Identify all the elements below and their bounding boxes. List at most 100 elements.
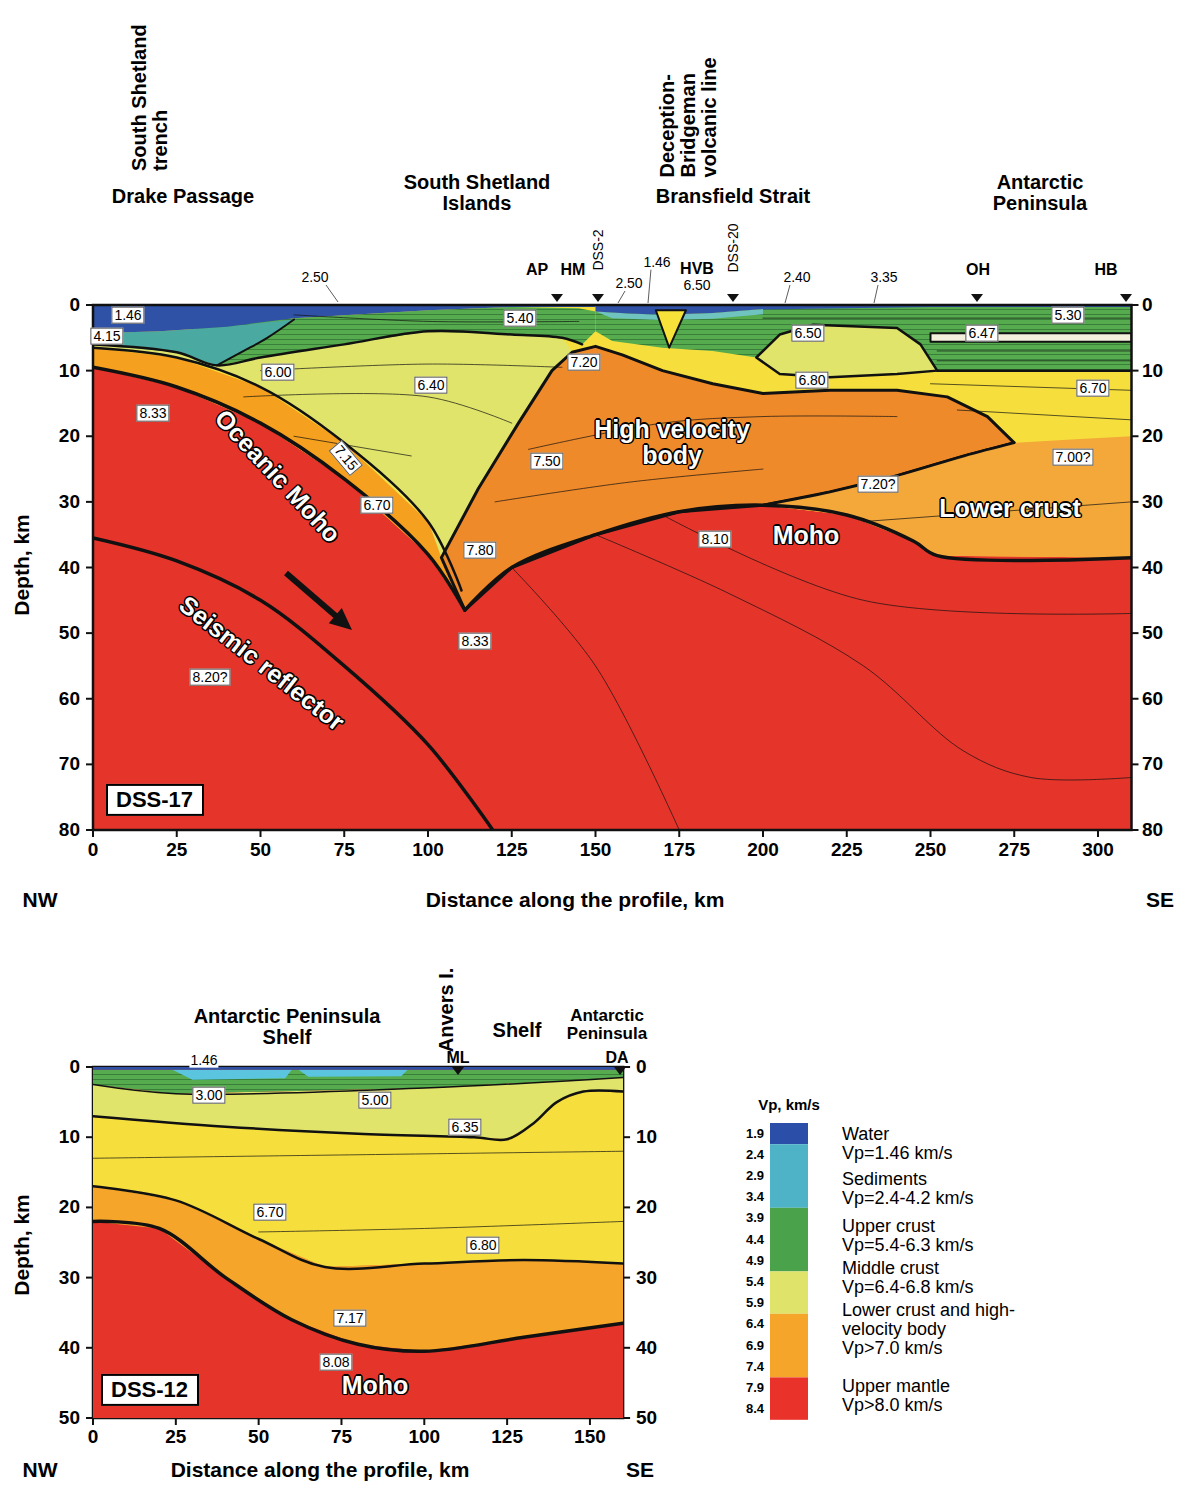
layer-boundary bbox=[937, 369, 1131, 372]
axis-tick bbox=[92, 830, 94, 837]
axis-tick bbox=[86, 632, 93, 634]
velocity-value: 7.00? bbox=[1052, 449, 1093, 466]
axis-tick bbox=[260, 830, 262, 837]
lower-crust bbox=[763, 436, 1132, 557]
legend-text: Lower crust and high-velocity body Vp>7.… bbox=[842, 1301, 1017, 1358]
crust bbox=[93, 305, 1132, 610]
structure-label: Moho bbox=[773, 522, 840, 548]
region-name: Antarctic Peninsula bbox=[552, 1007, 662, 1043]
tick-label: 70 bbox=[1142, 754, 1163, 774]
axis-tick bbox=[86, 370, 93, 372]
tick-label: 50 bbox=[250, 840, 271, 860]
scale-tick: 7.9 bbox=[746, 1381, 764, 1395]
axis-tick bbox=[1132, 763, 1139, 765]
scale-tick: 3.9 bbox=[746, 1212, 764, 1226]
station-name: OH bbox=[966, 262, 990, 279]
axis-tick bbox=[86, 1066, 93, 1068]
leader-line bbox=[326, 285, 338, 302]
axis-tick bbox=[340, 1418, 342, 1425]
station-triangle bbox=[452, 1067, 464, 1075]
region-name: Shelf bbox=[493, 1020, 542, 1041]
axis-tick bbox=[1132, 304, 1139, 306]
axis-tick bbox=[176, 830, 178, 837]
tick-label: 200 bbox=[747, 840, 779, 860]
legend-title: Vp, km/s bbox=[758, 1097, 820, 1113]
axis-label: Distance along the profile, km bbox=[171, 1459, 470, 1481]
iso-velocity-line bbox=[261, 364, 563, 371]
moho-line bbox=[93, 1221, 623, 1351]
profile-name: DSS-17 bbox=[116, 787, 193, 812]
axis-tick bbox=[1132, 829, 1139, 831]
tick-label: 10 bbox=[636, 1127, 657, 1147]
dss12-section bbox=[93, 1067, 623, 1418]
legend-text: Middle crust Vp=6.4-6.8 km/s bbox=[842, 1259, 1017, 1297]
tick-label: 50 bbox=[59, 1408, 80, 1428]
surface-value: 1.46 bbox=[642, 255, 671, 270]
axis-tick bbox=[86, 1417, 93, 1419]
station-name: HM bbox=[561, 262, 586, 279]
velocity-value: 8.33 bbox=[458, 633, 491, 650]
tick-label: 275 bbox=[998, 840, 1030, 860]
station-triangle bbox=[551, 294, 563, 302]
velocity-value: 6.47 bbox=[965, 325, 998, 342]
color-scale bbox=[770, 1123, 808, 1420]
legend-line: Vp=6.4-6.8 km/s bbox=[842, 1278, 1017, 1297]
axis-tick bbox=[846, 830, 848, 837]
station-name: DA bbox=[605, 1050, 628, 1067]
scale-tick: 2.4 bbox=[746, 1148, 764, 1162]
scale-tick: 1.9 bbox=[746, 1127, 764, 1141]
profile-name: DSS-12 bbox=[111, 1377, 188, 1402]
axis-tick bbox=[1132, 501, 1139, 503]
surface-value: 3.35 bbox=[869, 270, 898, 285]
seismic-reflector-line bbox=[93, 538, 495, 830]
scale-tick: 4.4 bbox=[746, 1233, 764, 1247]
oceanic-moho-line bbox=[93, 367, 465, 610]
scale-tick: 7.4 bbox=[746, 1360, 764, 1374]
tick-label: 0 bbox=[69, 295, 80, 315]
axis-tick bbox=[623, 1136, 630, 1138]
iso-velocity-line bbox=[512, 568, 680, 831]
velocity-value: 3.00 bbox=[192, 1087, 225, 1104]
axis-tick bbox=[86, 435, 93, 437]
legend-line: Vp>8.0 km/s bbox=[842, 1396, 1017, 1415]
axis-tick bbox=[86, 1136, 93, 1138]
water bbox=[93, 1067, 623, 1070]
axis-tick bbox=[343, 830, 345, 837]
tick-label: 40 bbox=[1142, 558, 1163, 578]
station-name: HB bbox=[1094, 262, 1117, 279]
tick-label: 125 bbox=[491, 1427, 523, 1447]
axis-tick bbox=[1132, 632, 1139, 634]
scale-tick: 6.4 bbox=[746, 1318, 764, 1332]
profile-name-box: DSS-17 bbox=[106, 784, 204, 816]
axis-tick bbox=[595, 830, 597, 837]
slab-top bbox=[93, 348, 462, 591]
axis-tick bbox=[589, 1418, 591, 1425]
axis-tick bbox=[427, 830, 429, 837]
tick-label: 50 bbox=[59, 623, 80, 643]
upper-mantle bbox=[93, 305, 1132, 830]
velocity-value: 1.46 bbox=[111, 307, 144, 324]
structure-label: Lower crust bbox=[939, 495, 1081, 521]
leader-line bbox=[618, 291, 625, 303]
tick-label: 250 bbox=[915, 840, 947, 860]
iso-velocity-line bbox=[957, 410, 1131, 420]
surface-value: 2.50 bbox=[614, 276, 643, 291]
tick-label: 0 bbox=[88, 840, 99, 860]
legend-text: Water Vp=1.46 km/s bbox=[842, 1125, 1017, 1163]
scale-tick: 4.9 bbox=[746, 1254, 764, 1268]
surface-value: 1.46 bbox=[189, 1053, 218, 1068]
axis-tick bbox=[86, 501, 93, 503]
layer-boundary bbox=[217, 319, 294, 365]
crustal-block bbox=[756, 325, 937, 378]
axis-label: SE bbox=[1146, 889, 1174, 911]
sediments bbox=[298, 1070, 407, 1077]
iso-velocity-line bbox=[93, 1151, 623, 1158]
tick-label: 150 bbox=[574, 1427, 606, 1447]
velocity-value: 5.00 bbox=[358, 1092, 391, 1109]
legend-line: Sediments bbox=[842, 1170, 1017, 1189]
tick-label: 0 bbox=[1142, 295, 1153, 315]
tick-label: 50 bbox=[1142, 623, 1163, 643]
region-name: Anvers I. bbox=[436, 968, 457, 1052]
station-name: AP bbox=[526, 262, 548, 279]
